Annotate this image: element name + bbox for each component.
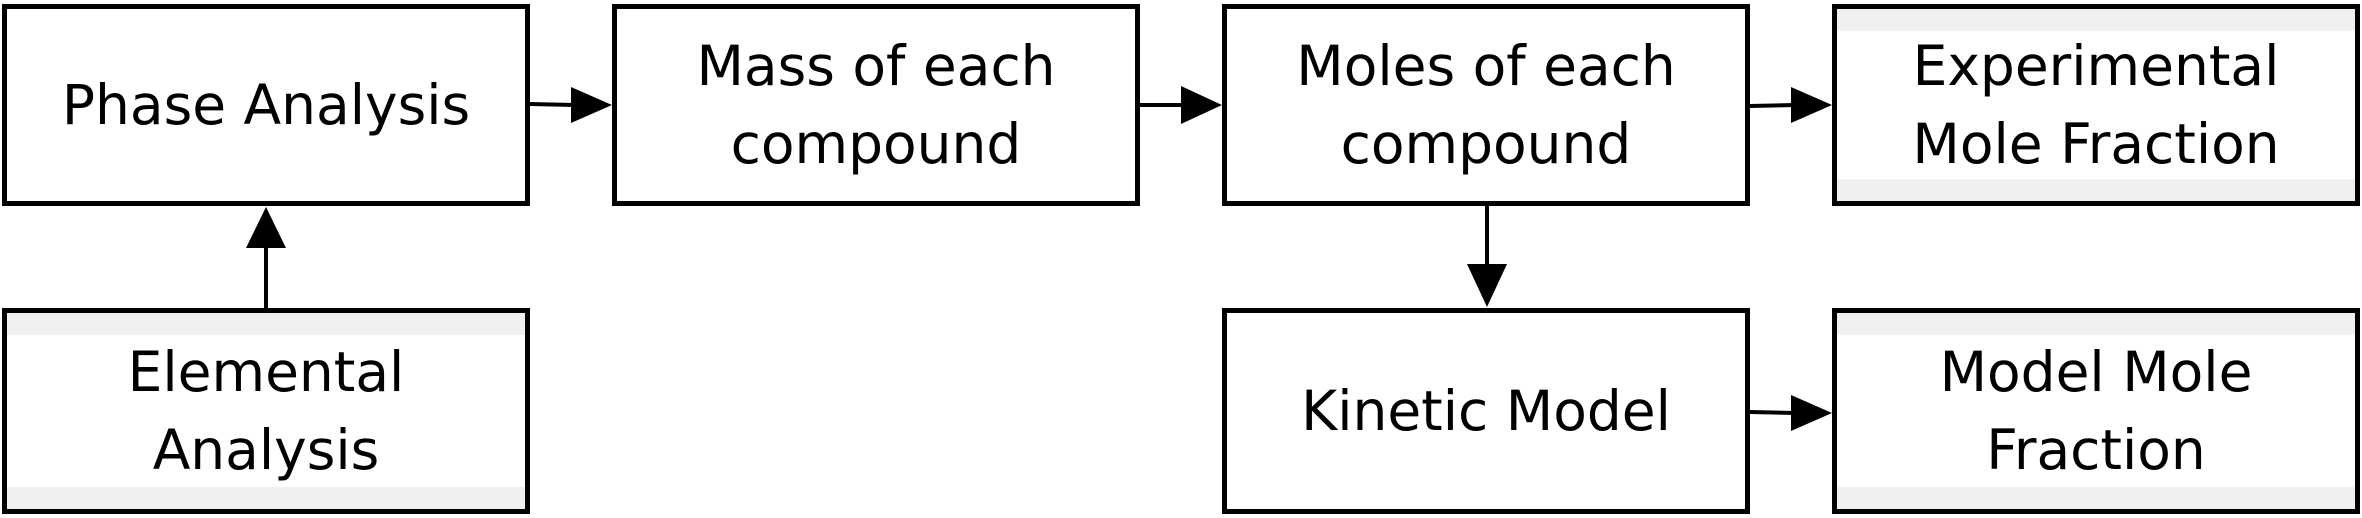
edge-phase-to-mass [529, 87, 612, 123]
edge-moles-to-kinetic [1467, 206, 1507, 307]
node-elemental-analysis: Elemental Analysis [2, 308, 530, 514]
node-label-line-2: compound [1340, 112, 1632, 176]
shade-band [1837, 9, 2355, 31]
node-label-line-2: Analysis [152, 418, 380, 482]
shade-band [7, 487, 525, 509]
node-mass-of-each-compound: Mass of each compound [612, 4, 1140, 206]
shade-band [1837, 487, 2355, 509]
node-label-line-1: Elemental [127, 340, 405, 404]
node-model-mole-fraction: Model Mole Fraction [1832, 308, 2360, 514]
node-label: Phase Analysis [61, 73, 471, 137]
node-label-line-2: Fraction [1986, 418, 2206, 482]
node-label-line-1: Mass of each [696, 34, 1056, 98]
node-label-line-1: Experimental [1912, 34, 2280, 98]
node-moles-of-each-compound: Moles of each compound [1222, 4, 1750, 206]
node-label-line-2: compound [730, 112, 1022, 176]
edge-moles-to-experimental [1749, 87, 1832, 123]
edge-elemental-to-phase [246, 207, 286, 308]
edge-mass-to-moles [1140, 86, 1222, 124]
node-label-line-1: Moles of each [1296, 34, 1676, 98]
node-kinetic-model: Kinetic Model [1222, 308, 1750, 514]
node-label-line-1: Model Mole [1939, 340, 2253, 404]
node-label-line-2: Mole Fraction [1912, 112, 2280, 176]
shade-band [1837, 313, 2355, 335]
shade-band [7, 313, 525, 335]
shade-band [1837, 179, 2355, 201]
node-label: Kinetic Model [1301, 379, 1671, 443]
node-experimental-mole-fraction: Experimental Mole Fraction [1832, 4, 2360, 206]
node-phase-analysis: Phase Analysis [2, 4, 530, 206]
edge-kinetic-to-model [1749, 395, 1832, 431]
